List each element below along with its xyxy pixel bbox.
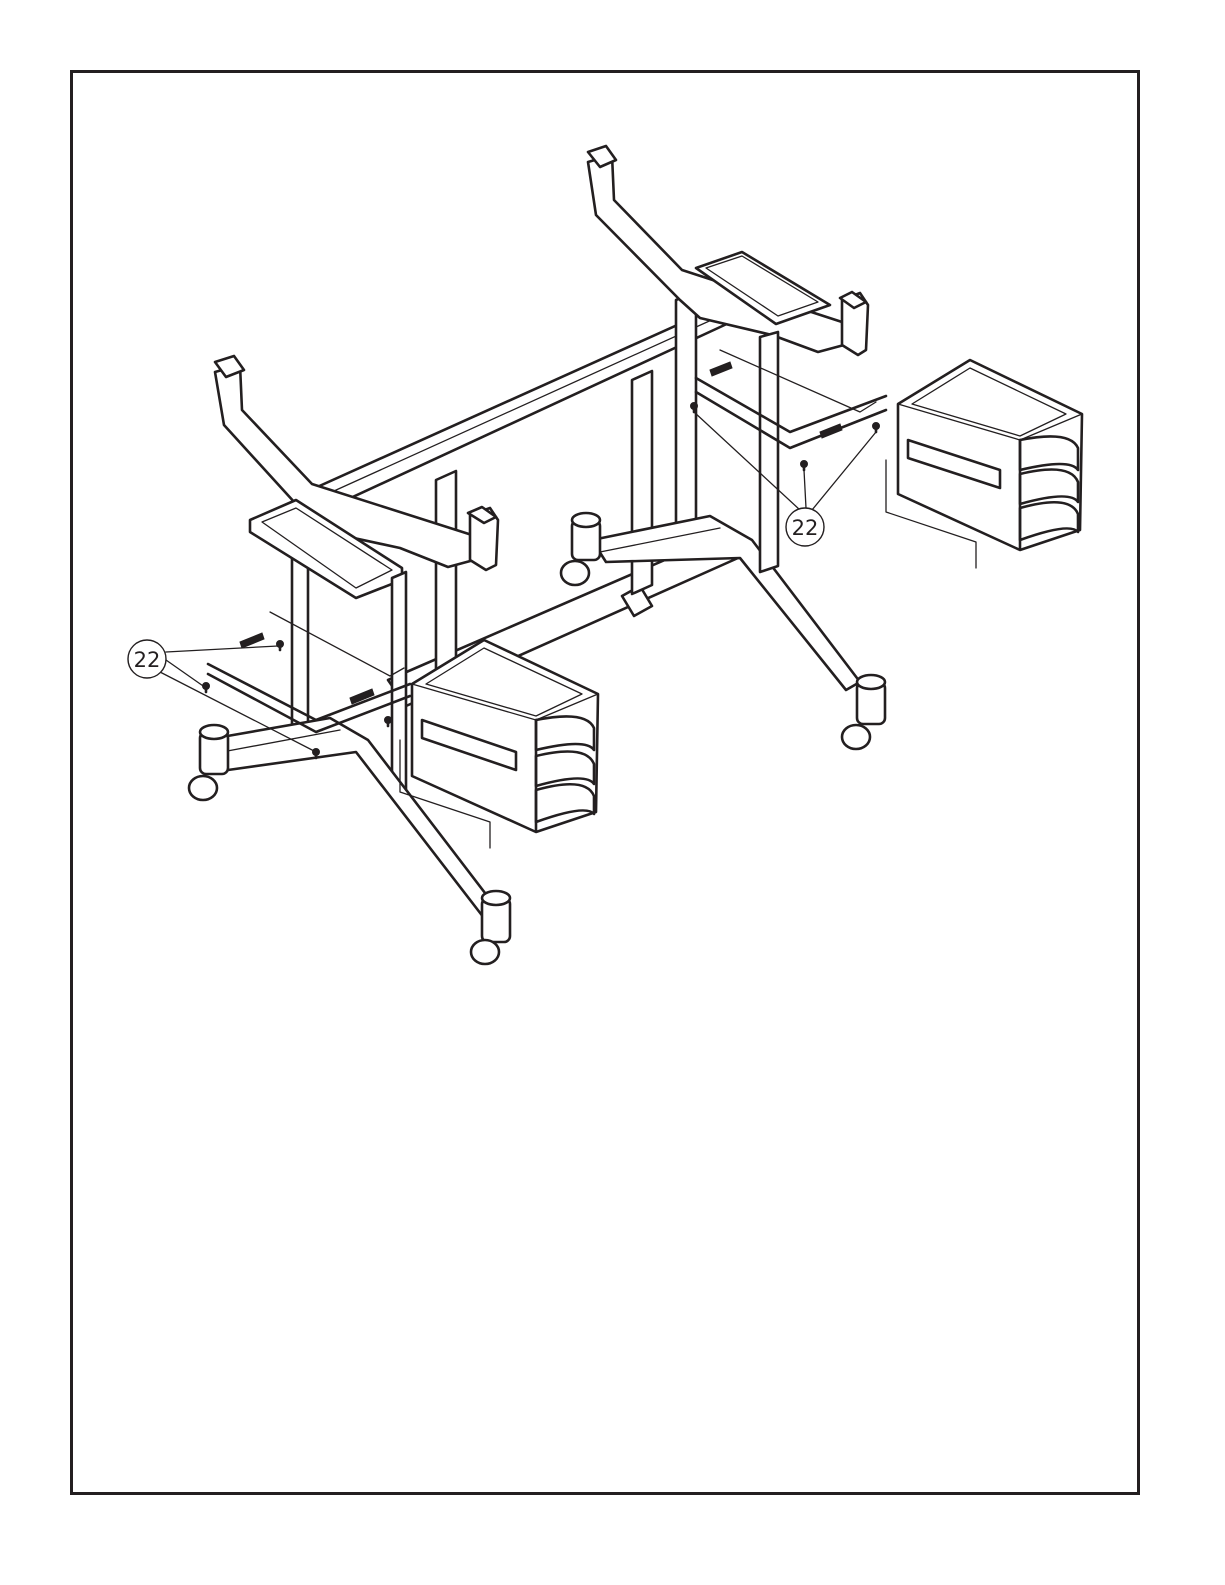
drawer-front (536, 716, 594, 750)
callout-label: 22 (792, 516, 819, 540)
screw (277, 641, 284, 651)
caster (189, 725, 228, 800)
screw (801, 461, 808, 471)
screw (873, 423, 880, 433)
callout-label: 22 (134, 648, 161, 672)
screw (385, 717, 392, 727)
right-leg-assembly (561, 146, 886, 749)
caster (561, 513, 600, 585)
drawer-front (1020, 436, 1078, 470)
center-beam (295, 304, 731, 520)
drawer-unit-right (886, 360, 1082, 568)
